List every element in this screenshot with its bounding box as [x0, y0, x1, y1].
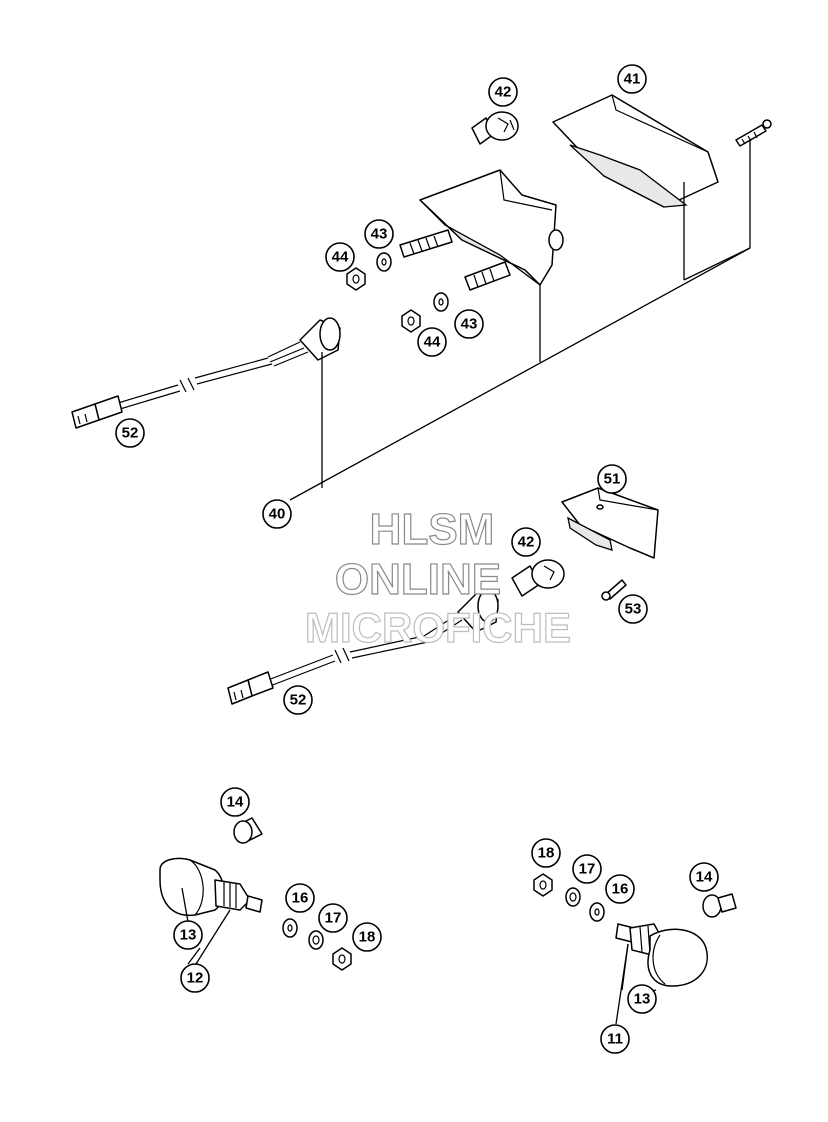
svg-text:17: 17 — [579, 861, 596, 878]
lens-screw — [735, 119, 772, 147]
nut-18-right — [533, 873, 553, 897]
lockwasher-17-left — [308, 930, 324, 950]
svg-text:52: 52 — [122, 425, 139, 442]
svg-text:51: 51 — [604, 471, 621, 488]
callout-42-middle: 42 — [511, 527, 541, 557]
housing-studs — [399, 229, 511, 291]
callout-44-top: 44 — [325, 242, 355, 272]
callout-17-left: 17 — [318, 903, 348, 933]
svg-text:40: 40 — [269, 506, 286, 523]
callout-51: 51 — [597, 464, 627, 494]
callout-52-top: 52 — [115, 418, 145, 448]
callout-42-top: 42 — [488, 77, 518, 107]
tail-light-housing — [419, 169, 564, 286]
svg-text:44: 44 — [332, 249, 349, 266]
svg-text:43: 43 — [371, 226, 388, 243]
callout-41: 41 — [617, 64, 647, 94]
svg-text:53: 53 — [625, 601, 642, 618]
callout-40: 40 — [262, 499, 292, 529]
watermark-line2: ONLINE — [335, 555, 501, 604]
callout-14-right: 14 — [689, 862, 719, 892]
svg-text:17: 17 — [325, 910, 342, 927]
callout-44-bottom: 44 — [417, 327, 447, 357]
svg-text:18: 18 — [538, 845, 555, 862]
bulb-14-left — [233, 817, 263, 844]
watermark: HLSM ONLINE MICROFICHE — [304, 504, 571, 651]
washer-16-right — [589, 902, 605, 922]
leader-lines-left — [181, 887, 231, 965]
bulb-top — [471, 111, 519, 145]
callout-13-right: 13 — [627, 984, 657, 1014]
turn-signal-left — [159, 857, 263, 916]
watermark-line3: MICROFICHE — [305, 604, 571, 651]
callout-13-left: 13 — [173, 920, 203, 950]
callout-43-top: 43 — [364, 219, 394, 249]
callout-53: 53 — [618, 594, 648, 624]
socket-harness-top — [71, 317, 341, 429]
svg-text:13: 13 — [634, 991, 651, 1008]
bulb-middle — [511, 559, 565, 597]
callout-18-left: 18 — [352, 922, 382, 952]
callout-18-right: 18 — [531, 838, 561, 868]
callout-16-left: 16 — [285, 883, 315, 913]
callout-14-left: 14 — [220, 787, 250, 817]
svg-text:43: 43 — [461, 316, 478, 333]
svg-text:42: 42 — [518, 534, 535, 551]
nut-44-top — [346, 267, 366, 291]
callout-43-bottom: 43 — [454, 309, 484, 339]
svg-text:41: 41 — [624, 71, 641, 88]
svg-text:14: 14 — [227, 794, 244, 811]
lockwasher-17-right — [565, 887, 581, 907]
callout-52-middle: 52 — [283, 685, 313, 715]
svg-text:14: 14 — [696, 869, 713, 886]
nut-44-bottom — [401, 309, 421, 333]
washer-43-bottom — [433, 292, 449, 312]
license-light-housing — [561, 487, 659, 559]
callout-12: 12 — [180, 963, 210, 993]
svg-text:42: 42 — [495, 84, 512, 101]
screw-53 — [601, 579, 627, 601]
nut-18-left — [332, 947, 352, 971]
leader-lines-top — [289, 140, 751, 501]
callout-16-right: 16 — [605, 874, 635, 904]
svg-text:16: 16 — [612, 881, 629, 898]
svg-text:13: 13 — [180, 927, 197, 944]
svg-text:16: 16 — [292, 890, 309, 907]
svg-text:12: 12 — [187, 970, 204, 987]
callout-11: 11 — [600, 1024, 630, 1054]
svg-text:11: 11 — [607, 1031, 623, 1048]
svg-text:52: 52 — [290, 692, 307, 709]
socket-harness-middle — [227, 589, 499, 705]
washer-16-left — [282, 918, 298, 938]
tail-light-lens — [552, 94, 719, 208]
watermark-line1: HLSM — [370, 505, 495, 554]
svg-text:18: 18 — [359, 929, 376, 946]
washer-43-top — [376, 252, 392, 272]
callout-17-right: 17 — [572, 854, 602, 884]
svg-text:44: 44 — [424, 334, 441, 351]
bulb-14-right — [702, 893, 737, 918]
turn-signal-right — [615, 923, 708, 987]
